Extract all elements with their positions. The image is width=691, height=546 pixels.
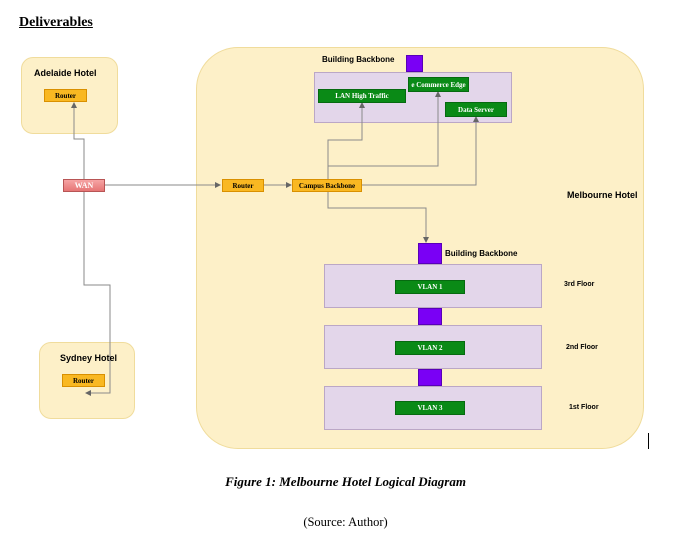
campus-backbone-node: Campus Backbone — [292, 179, 362, 192]
wan-to-sydney-link — [83, 191, 111, 396]
sydney-hotel-label: Sydney Hotel — [60, 353, 118, 363]
lan-high-traffic-node: LAN High Traffic — [318, 89, 406, 103]
figure-caption: Figure 1: Melbourne Hotel Logical Diagra… — [225, 474, 466, 489]
first-floor-label: 1st Floor — [569, 404, 599, 411]
building-backbone-bottom-label: Building Backbone — [445, 249, 518, 258]
third-floor-label: 3rd Floor — [564, 281, 595, 288]
vlan-3-node: VLAN 3 — [395, 401, 465, 415]
figure-source: (Source: Author) — [303, 515, 388, 529]
sydney-router-node: Router — [62, 374, 105, 387]
melbourne-router-node: Router — [222, 179, 264, 192]
building-backbone-top-label: Building Backbone — [322, 55, 395, 64]
ecommerce-edge-node: e Commerce Edge — [408, 77, 469, 92]
vlan-1-node: VLAN 1 — [395, 280, 465, 294]
page-heading: Deliverables — [19, 15, 93, 30]
campus-to-ecommerce-link — [327, 91, 441, 179]
building-backbone-top-block — [406, 55, 423, 72]
melbourne-hotel-label: Melbourne Hotel — [567, 190, 638, 200]
wan-to-adelaide-link — [71, 102, 85, 181]
sydney-hotel-region — [39, 342, 135, 419]
campus-to-lan-link — [327, 102, 365, 166]
adelaide-router-node: Router — [44, 89, 87, 102]
text-cursor — [648, 433, 649, 449]
floor-link-2-1 — [418, 369, 442, 386]
wan-node: WAN — [63, 179, 105, 192]
adelaide-hotel-label: Adelaide Hotel — [34, 68, 97, 78]
building-backbone-bottom-block — [418, 243, 442, 264]
campus-to-building-link — [327, 191, 429, 243]
second-floor-label: 2nd Floor — [566, 344, 598, 351]
data-server-node: Data Server — [445, 102, 507, 117]
campus-to-dataserver-link — [362, 116, 479, 186]
vlan-2-node: VLAN 2 — [395, 341, 465, 355]
floor-link-3-2 — [418, 308, 442, 325]
